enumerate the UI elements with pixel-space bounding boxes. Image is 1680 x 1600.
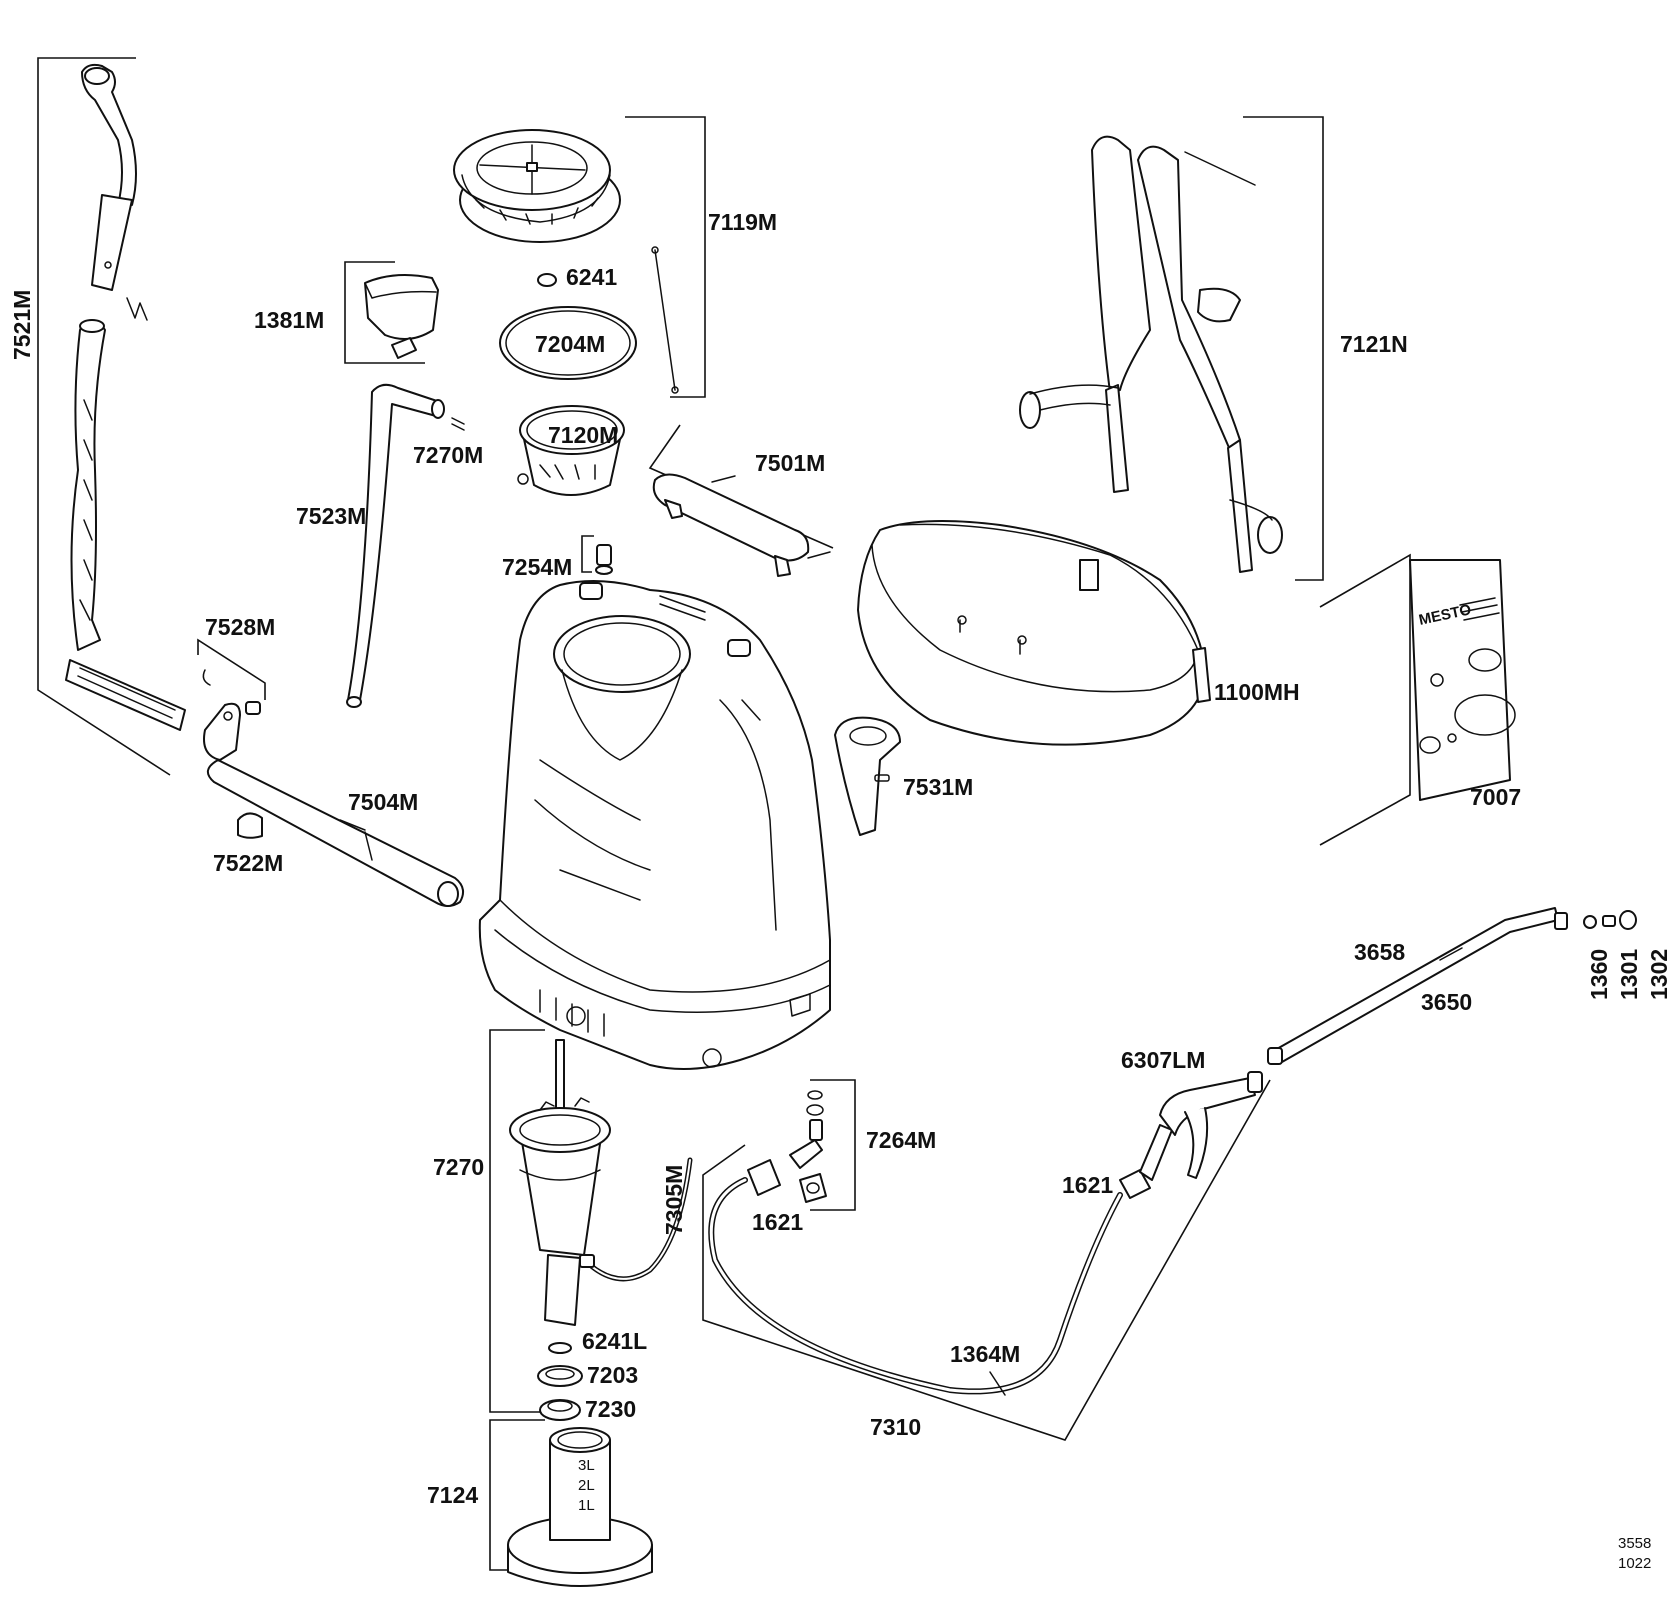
lid-seals [499, 273, 637, 380]
label-7203: 7203 [587, 1362, 638, 1388]
cup-marking-3l: 3L [578, 1457, 595, 1474]
label-1301: 1301 [1616, 949, 1642, 1000]
tank-lid-7119M [453, 129, 679, 394]
label-3658: 3658 [1354, 939, 1405, 965]
waist-belt-1100MH [857, 520, 1211, 746]
spray-gun-6307LM [1119, 1071, 1263, 1199]
holder-7531M [834, 716, 901, 836]
label-7204M: 7204M [535, 331, 605, 357]
label-1364M: 1364M [950, 1341, 1020, 1367]
pivot-parts [202, 669, 465, 907]
cap-7522M [237, 812, 263, 839]
group-brackets [37, 57, 1411, 1571]
label-7270M: 7270M [413, 442, 483, 468]
bracket-7310 [702, 1079, 1271, 1441]
label-1360: 1360 [1586, 949, 1612, 1000]
label-7270: 7270 [433, 1154, 484, 1180]
cup-marking-2l: 2L [578, 1477, 595, 1494]
spray-lance-3658 [1267, 907, 1637, 1065]
bracket-7264M [810, 1079, 856, 1211]
label-6241L: 6241L [582, 1328, 647, 1354]
clip-7528M [202, 669, 211, 686]
drawing-code-top: 3558 [1618, 1535, 1651, 1552]
label-1302: 1302 [1646, 949, 1672, 1000]
pin-7270M [451, 417, 465, 431]
bracket-7528M [197, 638, 266, 700]
label-3650: 3650 [1421, 989, 1472, 1015]
shoulder-straps-7121N [1019, 135, 1283, 573]
pump-cylinder-7270 [509, 1039, 611, 1326]
bracket-plate [203, 702, 241, 761]
label-7310: 7310 [870, 1414, 921, 1440]
bracket-7007 [1319, 553, 1411, 846]
cap-1302 [1619, 910, 1637, 930]
connector-7264M [789, 1090, 827, 1203]
handle-lever-7521M [65, 63, 186, 731]
clip-1381M [364, 274, 439, 359]
spare-parts-kit-7007: MESTO [1409, 559, 1516, 801]
label-7523M: 7523M [296, 503, 366, 529]
label-6307LM: 6307LM [1121, 1047, 1205, 1073]
drawing-code-bottom: 1022 [1618, 1555, 1651, 1572]
oring-7204M [499, 306, 637, 380]
label-7531M: 7531M [903, 774, 973, 800]
bracket-7254M [581, 535, 594, 573]
label-1621-left: 1621 [752, 1209, 803, 1235]
washer-1360 [1583, 915, 1597, 929]
seal-6241 [537, 273, 557, 287]
label-7119M: 7119M [708, 209, 777, 235]
seal-7230 [539, 1399, 581, 1421]
label-7501M: 7501M [755, 450, 825, 476]
bracket-7119M [625, 116, 706, 398]
label-1381M: 1381M [254, 307, 324, 333]
nut-1621-right [1119, 1169, 1151, 1199]
part-labels: 7521M 7119M 6241 1381M 7204M 7120M 7270M… [9, 209, 1672, 1572]
label-7254M: 7254M [502, 554, 572, 580]
seals-bottom [537, 1342, 583, 1421]
label-7264M: 7264M [866, 1127, 936, 1153]
label-7305M: 7305M [661, 1165, 687, 1235]
label-7007: 7007 [1470, 784, 1521, 810]
bracket-1381M [344, 261, 425, 364]
label-7121N: 7121N [1340, 331, 1408, 357]
label-7521M: 7521M [9, 290, 35, 360]
label-7124: 7124 [427, 1482, 478, 1508]
label-7504M: 7504M [348, 789, 418, 815]
label-7230: 7230 [585, 1396, 636, 1422]
bracket-7270 [489, 1029, 565, 1413]
valve-7254M [595, 544, 613, 575]
nut-1621-left [747, 1159, 781, 1196]
hose-7305M [579, 1157, 693, 1282]
nozzle-1301 [1602, 915, 1616, 927]
hose-1364M [708, 1177, 1123, 1395]
label-7120M: 7120M [548, 422, 618, 448]
tank-body [478, 580, 831, 1070]
bracket-7521M [37, 57, 171, 776]
handle-bar-7501M [652, 473, 831, 577]
measuring-cup-7124: 3L 2L 1L [507, 1427, 653, 1587]
oring-6241L [548, 1342, 572, 1354]
cup-marking-1l: 1L [578, 1497, 595, 1514]
label-7522M: 7522M [213, 850, 283, 876]
bracket-7121N [1243, 116, 1324, 581]
label-1100MH: 1100MH [1214, 679, 1300, 705]
label-1621-right: 1621 [1062, 1172, 1113, 1198]
strainer-basket-7120M [517, 405, 625, 496]
label-6241: 6241 [566, 264, 617, 290]
pump-rod-7523M [346, 383, 465, 708]
label-7528M: 7528M [205, 614, 275, 640]
